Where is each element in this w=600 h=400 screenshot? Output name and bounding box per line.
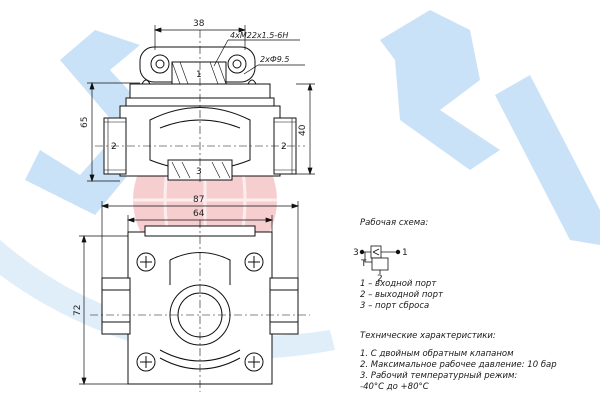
- watermark-letter-l: [495, 75, 600, 245]
- dim-port-height: 40: [298, 124, 308, 136]
- working-scheme-symbol: [359, 245, 401, 274]
- dim-overall-width: 87: [193, 195, 204, 205]
- legend-item-exhaust: 3 – порт сброса: [360, 301, 430, 311]
- spec-item: 3. Рабочий температурный режим:: [360, 371, 518, 381]
- port-number-2: 2: [111, 142, 117, 152]
- scheme-label-1: 1: [402, 248, 408, 258]
- port-number-3: 3: [196, 167, 202, 177]
- scheme-label-t: T: [360, 259, 367, 269]
- scheme-label-3: 3: [353, 248, 359, 258]
- scheme-label-2: 2: [377, 274, 383, 284]
- legend-item-inlet: 1 – входной порт: [360, 279, 437, 289]
- sorl-watermark: [0, 10, 600, 359]
- dim-top-width: 38: [193, 19, 205, 29]
- spec-item: 2. Максимальное рабочее давление: 10 бар: [360, 360, 557, 370]
- front-view: [95, 30, 305, 185]
- dim-plan-height: 72: [73, 305, 83, 316]
- front-dimensions: [87, 25, 315, 183]
- scheme-title: Рабочая схема:: [360, 218, 429, 228]
- spec-item: -40°С до +80°С: [360, 382, 429, 392]
- spec-item: 1. С двойным обратным клапаном: [360, 349, 514, 359]
- plan-dimensions: [79, 201, 300, 386]
- watermark-letter-r: [380, 10, 500, 170]
- dim-total-height: 65: [80, 117, 90, 128]
- port-legend: 1 – входной порт 2 – выходной порт 3 – п…: [360, 279, 443, 312]
- dim-thread: 4xM22x1.5-6H: [230, 31, 288, 40]
- dim-body-width: 64: [193, 209, 205, 219]
- port-number-2-right: 2: [281, 142, 287, 152]
- port-number-1: 1: [196, 70, 202, 80]
- specs-title: Технические характеристики:: [360, 331, 496, 341]
- dim-holes: 2xФ9.5: [260, 55, 289, 64]
- plan-view: [90, 220, 310, 392]
- legend-item-outlet: 2 – выходной порт: [360, 290, 443, 300]
- specs-list: 1. С двойным обратным клапаном 2. Максим…: [360, 349, 557, 393]
